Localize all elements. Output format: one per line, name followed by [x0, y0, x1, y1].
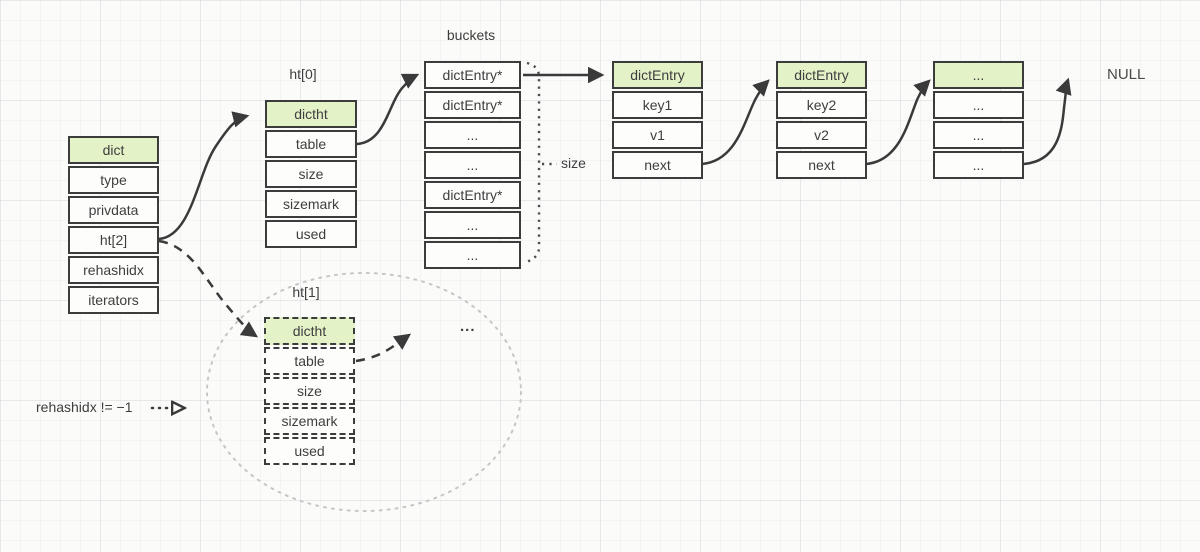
dictentry2-header: dictEntry	[776, 61, 867, 89]
arrow-next2-to-entry3	[865, 79, 931, 166]
dictentry2-table: dictEntry key2 v2 next	[776, 61, 867, 181]
bucket-slot-6: ...	[424, 241, 521, 269]
dict-row-iterators: iterators	[68, 286, 159, 314]
dict-row-rehashidx: rehashidx	[68, 256, 159, 284]
dictentry1-table: dictEntry key1 v1 next	[612, 61, 703, 181]
arrow-entry3-to-null	[1023, 77, 1072, 166]
ht1-row-sizemark: sizemark	[264, 407, 355, 435]
dictentry2-value: v2	[776, 121, 867, 149]
dictentry2-key: key2	[776, 91, 867, 119]
null-label: NULL	[1107, 66, 1146, 83]
dict-row-privdata: privdata	[68, 196, 159, 224]
arrow-ht1-table-to-ellipsis	[355, 333, 412, 363]
ht0-dictht-header: dictht	[265, 100, 357, 128]
ht1-ellipsis-label: ...	[460, 318, 476, 335]
dictentry1-next: next	[612, 151, 703, 179]
ht1-dictht-table: dictht table size sizemark used	[264, 317, 355, 467]
dictentry1-value: v1	[612, 121, 703, 149]
dictentry3-row-1: ...	[933, 121, 1024, 149]
arrow-table-to-buckets	[356, 73, 420, 146]
bucket-slot-0: dictEntry*	[424, 61, 521, 89]
arrow-next1-to-entry2	[701, 79, 770, 166]
dict-table: dict type privdata ht[2] rehashidx itera…	[68, 136, 159, 316]
ht1-row-used: used	[264, 437, 355, 465]
ht0-row-sizemark: sizemark	[265, 190, 357, 218]
dictentry3-header: ...	[933, 61, 1024, 89]
ht0-label: ht[0]	[289, 66, 317, 82]
bucket-slot-2: ...	[424, 121, 521, 149]
dictentry1-header: dictEntry	[612, 61, 703, 89]
dictentry2-next: next	[776, 151, 867, 179]
dictentry3-row-0: ...	[933, 91, 1024, 119]
ht0-row-used: used	[265, 220, 357, 248]
dictentry3-row-2: ...	[933, 151, 1024, 179]
size-label: size	[561, 155, 586, 171]
buckets-table: dictEntry* dictEntry* ... ... dictEntry*…	[424, 61, 521, 271]
ht1-row-size: size	[264, 377, 355, 405]
bucket-slot-4: dictEntry*	[424, 181, 521, 209]
dictentry1-key: key1	[612, 91, 703, 119]
arrow-ht2-to-ht1	[158, 239, 259, 338]
ht0-dictht-table: dictht table size sizemark used	[265, 100, 357, 250]
size-bracket	[525, 61, 541, 264]
dict-row-type: type	[68, 166, 159, 194]
dict-table-header: dict	[68, 136, 159, 164]
bucket-slot-1: dictEntry*	[424, 91, 521, 119]
ht0-row-table: table	[265, 130, 357, 158]
ht0-row-size: size	[265, 160, 357, 188]
ht1-row-table: table	[264, 347, 355, 375]
buckets-label: buckets	[446, 27, 496, 43]
bucket-slot-3: ...	[424, 151, 521, 179]
arrow-ht2-to-ht0	[158, 111, 250, 241]
rehash-note-label: rehashidx != −1	[36, 399, 133, 415]
dictentry3-table: ... ... ... ...	[933, 61, 1024, 181]
ht1-dictht-header: dictht	[264, 317, 355, 345]
rehash-ellipse	[206, 272, 522, 512]
bucket-slot-5: ...	[424, 211, 521, 239]
ht1-label: ht[1]	[292, 284, 320, 300]
dict-row-ht2: ht[2]	[68, 226, 159, 254]
